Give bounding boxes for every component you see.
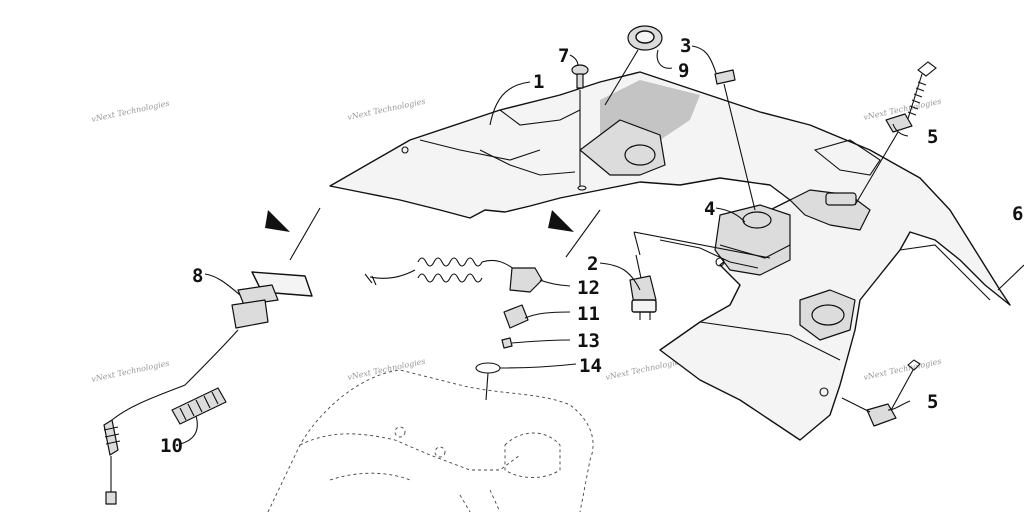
grommet-part-9 bbox=[604, 25, 663, 106]
leader-lines bbox=[179, 45, 1024, 445]
callout-1: 1 bbox=[533, 71, 544, 93]
spring-tether-part-12 bbox=[364, 257, 543, 293]
clip-part-5-top bbox=[854, 61, 937, 206]
callout-9: 9 bbox=[678, 60, 689, 82]
callout-5-top: 5 bbox=[927, 126, 938, 148]
watermark-5: vNext Technologies bbox=[91, 359, 171, 384]
watermark-6: vNext Technologies bbox=[347, 357, 427, 382]
callout-5-bottom: 5 bbox=[927, 391, 938, 413]
sleeve-part-10 bbox=[171, 387, 227, 425]
screw-part-7 bbox=[571, 64, 589, 191]
callout-labels: 1 2 3 4 5 5 6 7 8 9 10 11 12 13 14 bbox=[160, 35, 1023, 457]
callout-14: 14 bbox=[579, 355, 602, 377]
hood-panel bbox=[329, 71, 1011, 441]
frame-ghost-outline bbox=[267, 369, 594, 512]
cap-part-11 bbox=[503, 304, 529, 329]
arrow-icon-center bbox=[548, 210, 574, 232]
plug-part-3 bbox=[714, 69, 756, 211]
arrow-icon-left bbox=[265, 210, 290, 232]
ring-part-14 bbox=[475, 362, 501, 401]
callout-10: 10 bbox=[160, 435, 183, 457]
screw-part-13 bbox=[501, 337, 513, 349]
callout-8: 8 bbox=[192, 265, 203, 287]
direction-arrows bbox=[265, 207, 601, 261]
key-switch-part-8 bbox=[103, 271, 313, 505]
callout-4: 4 bbox=[704, 198, 715, 220]
callout-12: 12 bbox=[577, 277, 600, 299]
watermark-2: vNext Technologies bbox=[347, 97, 427, 122]
callout-11: 11 bbox=[577, 303, 600, 325]
callout-7: 7 bbox=[558, 45, 569, 67]
callout-2: 2 bbox=[587, 253, 598, 275]
callout-3: 3 bbox=[680, 35, 691, 57]
watermark-1: vNext Technologies bbox=[91, 99, 171, 124]
watermark-7: vNext Technologies bbox=[605, 357, 685, 382]
watermark-8: vNext Technologies bbox=[863, 357, 943, 382]
callout-6: 6 bbox=[1012, 203, 1023, 225]
callout-13: 13 bbox=[577, 330, 600, 352]
